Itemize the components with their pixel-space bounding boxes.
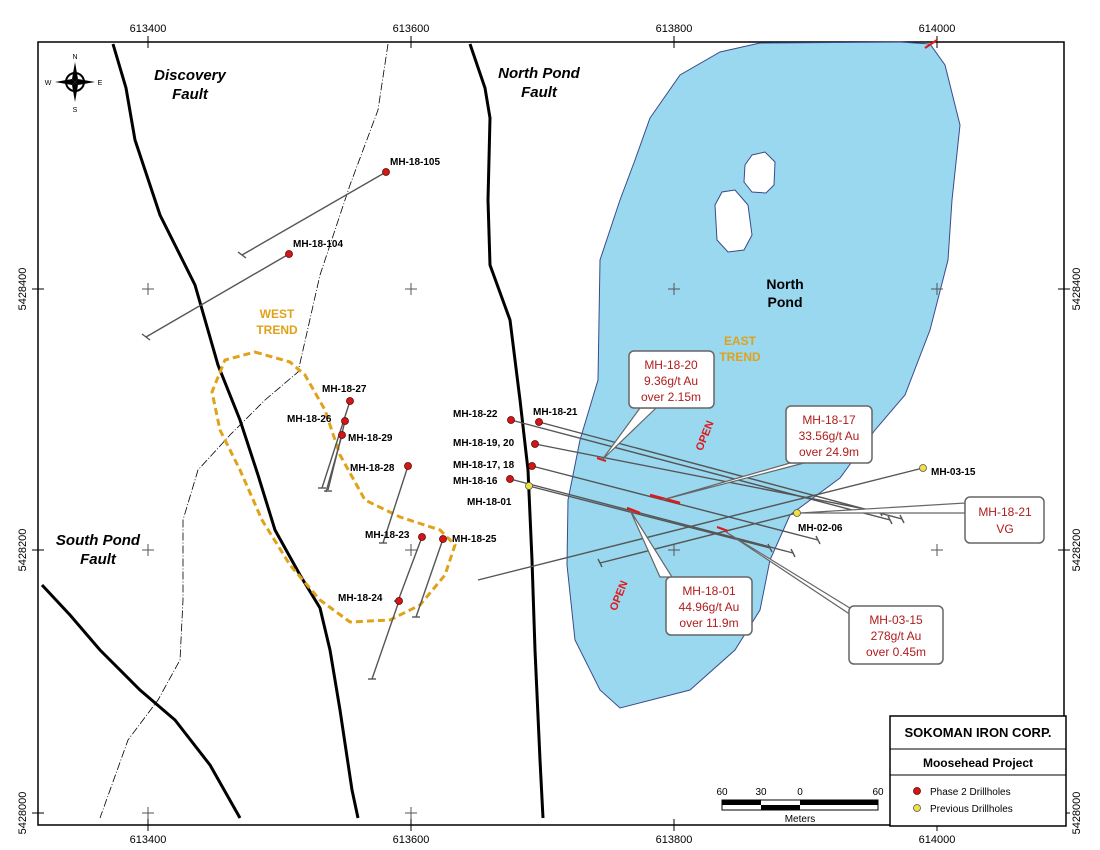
intercept-mh-18-01 — [626, 506, 641, 515]
discovery-fault-label-1: Discovery — [154, 67, 226, 84]
x-tick-bottom-4: 614000 — [919, 834, 956, 846]
intercept-mh-18-20 — [596, 457, 607, 462]
label-mh-18-104: MH-18-104 — [293, 239, 343, 250]
scale-bar: 60 30 0 60 Meters — [716, 787, 884, 825]
north-pond-fault-label-2: Fault — [521, 84, 558, 101]
callout-mh-18-20-2: 9.36g/t Au — [644, 374, 698, 388]
island-1 — [743, 151, 776, 194]
label-mh-18-17-18: MH-18-17, 18 — [453, 460, 515, 471]
callout-mh-03-15-3: over 0.45m — [866, 645, 926, 659]
x-tick-top-1: 613400 — [130, 23, 167, 35]
callout-mh-18-20-1: MH-18-20 — [644, 358, 698, 372]
callout-mh-18-01-3: over 11.9m — [679, 616, 738, 630]
label-mh-18-24: MH-18-24 — [338, 593, 383, 604]
label-mh-18-19-20: MH-18-19, 20 — [453, 438, 515, 449]
north-pond-fault-label-1: North Pond — [498, 65, 580, 82]
y-tick-right-3: 5428000 — [1071, 792, 1083, 835]
legend-box: SOKOMAN IRON CORP. Moosehead Project Pha… — [889, 715, 1067, 827]
callout-mh-18-17-2: 33.56g/t Au — [799, 429, 860, 443]
label-mh-18-27: MH-18-27 — [322, 384, 367, 395]
callout-leaders — [601, 407, 966, 614]
scale-unit: Meters — [785, 814, 816, 825]
scale-label-1: 60 — [716, 787, 728, 798]
south-pond-fault — [40, 583, 242, 819]
callout-box-mh-18-20 — [628, 350, 715, 409]
y-tick-left-1: 5428400 — [17, 268, 29, 311]
x-tick-top-4: 614000 — [919, 23, 956, 35]
compass-n: N — [72, 54, 77, 61]
contact-line-1 — [99, 43, 389, 819]
x-tick-bottom-3: 613800 — [656, 834, 693, 846]
compass-e: E — [98, 80, 103, 87]
x-tick-top-3: 613800 — [656, 23, 693, 35]
x-tick-bottom-2: 613600 — [393, 834, 430, 846]
scale-label-4: 60 — [872, 787, 884, 798]
callout-mh-18-17-3: over 24.9m — [799, 445, 859, 459]
legend-previous-marker — [913, 804, 921, 812]
pond-label-2: Pond — [768, 294, 803, 310]
callout-box-mh-03-15 — [848, 605, 944, 665]
label-mh-18-22: MH-18-22 — [453, 409, 498, 420]
compass-s: S — [73, 107, 78, 114]
discovery-fault-label-2: Fault — [172, 86, 209, 103]
island-2 — [714, 189, 753, 253]
grid-crosses — [142, 283, 943, 819]
label-mh-02-06: MH-02-06 — [798, 523, 843, 534]
legend-company: SOKOMAN IRON CORP. — [904, 725, 1051, 740]
x-tick-top-2: 613600 — [393, 23, 430, 35]
label-mh-18-23: MH-18-23 — [365, 530, 410, 541]
x-tick-bottom-1: 613400 — [130, 834, 167, 846]
label-mh-18-26: MH-18-26 — [287, 414, 332, 425]
callout-mh-18-20-3: over 2.15m — [641, 390, 701, 404]
callout-box-mh-18-21 — [964, 496, 1045, 544]
east-trend-label-1: EAST — [724, 334, 757, 348]
drill-traces — [145, 171, 924, 680]
phase2-collars — [285, 168, 543, 605]
east-trend-label-2: TREND — [719, 350, 761, 364]
label-mh-03-15: MH-03-15 — [931, 467, 976, 478]
callout-mh-18-01-1: MH-18-01 — [682, 584, 736, 598]
callout-box-mh-18-17 — [785, 405, 873, 464]
callout-mh-18-17-1: MH-18-17 — [802, 413, 856, 427]
scale-label-3: 0 — [797, 787, 803, 798]
west-trend-label-2: TREND — [256, 323, 298, 337]
north-pond — [566, 41, 961, 709]
label-mh-18-105: MH-18-105 — [390, 157, 440, 168]
label-mh-18-16: MH-18-16 — [453, 476, 498, 487]
pond-edge-mark — [924, 39, 938, 49]
y-tick-left-2: 5428200 — [17, 529, 29, 572]
west-trend-label-1: WEST — [260, 307, 295, 321]
callout-mh-18-01-2: 44.96g/t Au — [679, 600, 740, 614]
compass-w: W — [45, 80, 52, 87]
south-pond-fault-label-1: South Pond — [56, 532, 141, 549]
callout-box-mh-18-01 — [665, 576, 753, 636]
compass-rose: N S E W — [45, 54, 103, 114]
legend-previous: Previous Drillholes — [930, 804, 1013, 815]
legend-phase2-marker — [913, 787, 921, 795]
discovery-fault — [111, 43, 360, 819]
scale-label-2: 30 — [755, 787, 767, 798]
label-mh-18-01: MH-18-01 — [467, 497, 512, 508]
legend-project: Moosehead Project — [923, 756, 1033, 770]
label-mh-18-28: MH-18-28 — [350, 463, 395, 474]
pond-label-1: North — [766, 276, 803, 292]
label-mh-18-21: MH-18-21 — [533, 407, 578, 418]
y-tick-right-2: 5428200 — [1071, 529, 1083, 572]
legend-phase2: Phase 2 Drillholes — [930, 787, 1011, 798]
label-mh-18-29: MH-18-29 — [348, 433, 393, 444]
intercept-mh-03-15 — [716, 526, 729, 532]
label-mh-18-25: MH-18-25 — [452, 534, 497, 545]
y-tick-left-3: 5428000 — [17, 792, 29, 835]
callout-mh-03-15-2: 278g/t Au — [871, 629, 922, 643]
y-tick-right-1: 5428400 — [1071, 268, 1083, 311]
callout-mh-18-21-2: VG — [996, 522, 1013, 536]
south-pond-fault-label-2: Fault — [80, 551, 117, 568]
north-pond-fault — [468, 43, 545, 819]
callout-mh-03-15-1: MH-03-15 — [869, 613, 923, 627]
callout-mh-18-21-1: MH-18-21 — [978, 505, 1032, 519]
